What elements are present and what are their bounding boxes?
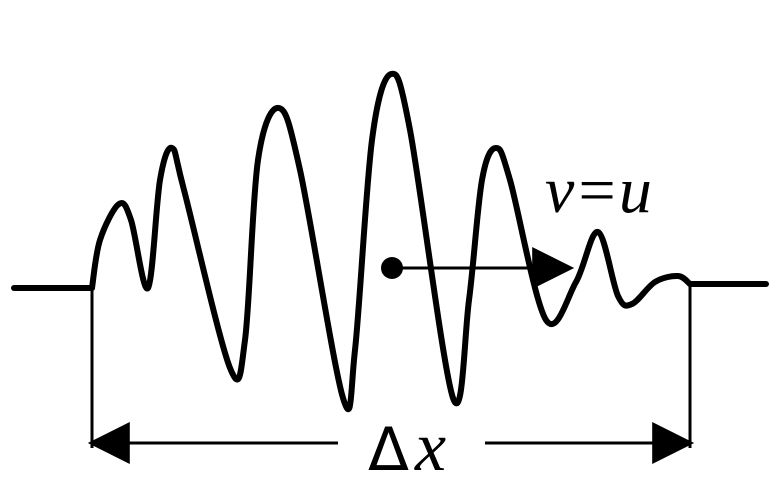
width-label: Δx — [368, 409, 446, 486]
wave-packet-curve — [89, 70, 693, 413]
width-label-delta: Δ — [368, 415, 409, 485]
velocity-label: v=u — [545, 154, 652, 227]
width-label-x: x — [414, 409, 446, 486]
